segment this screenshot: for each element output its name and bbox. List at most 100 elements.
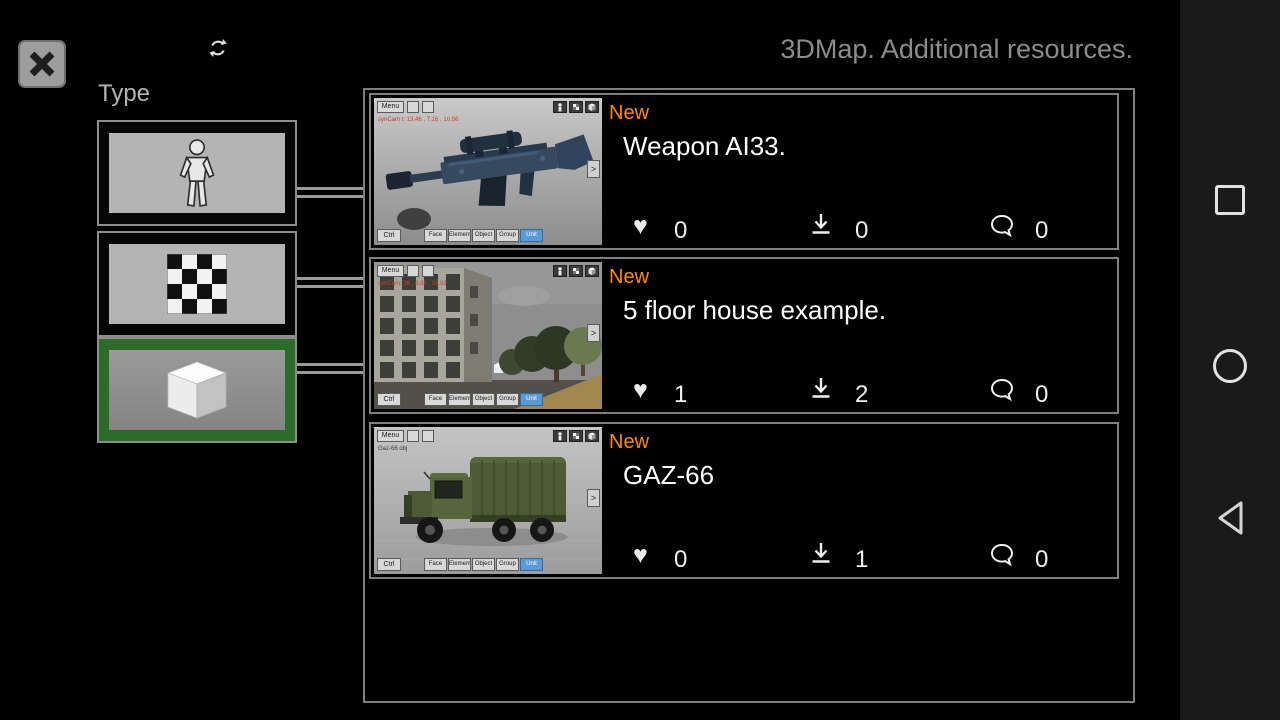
- thumb-menu-button: Menu: [377, 101, 404, 113]
- checker-icon: [569, 265, 583, 277]
- thumbnail-house: Menu synCam: 26 , 8.98 , 16.92 > Ctrl Fa…: [374, 262, 602, 409]
- thumb-ctrl-button: Ctrl: [377, 558, 401, 571]
- checker-icon: [569, 430, 583, 442]
- connector-line: [297, 277, 363, 280]
- thumb-tool-button: Face: [424, 393, 447, 406]
- resource-title: 5 floor house example.: [623, 295, 887, 325]
- thumb-tool-button: Group: [496, 558, 519, 571]
- type-button-texture[interactable]: [97, 231, 297, 337]
- checker-icon: [109, 244, 285, 324]
- thumb-tool-icon: [407, 430, 419, 442]
- download-count: 1: [855, 546, 869, 573]
- connector-line: [297, 371, 363, 374]
- sync-icon: [209, 39, 227, 57]
- android-navbar: [1180, 0, 1280, 720]
- refresh-button[interactable]: [208, 38, 228, 58]
- badge-new: New: [609, 266, 650, 288]
- weapon-scene: [374, 98, 602, 245]
- thumb-arrow-button: >: [587, 324, 600, 342]
- thumb-menu-button: Menu: [377, 265, 404, 277]
- like-icon[interactable]: ♥: [633, 541, 648, 569]
- thumb-arrow-button: >: [587, 160, 600, 178]
- thumb-mode-icons: [553, 430, 599, 442]
- thumb-tool-button: Element: [448, 558, 471, 571]
- connector-line: [297, 195, 363, 198]
- truck-scene: [374, 427, 602, 574]
- cube-icon: [585, 101, 599, 113]
- cube-icon: [585, 430, 599, 442]
- like-count: 0: [674, 546, 688, 573]
- thumb-mode-icons: [553, 265, 599, 277]
- comment-icon[interactable]: [989, 214, 1015, 238]
- thumb-coords-text: synCam: 26 , 8.98 , 16.92: [378, 281, 447, 287]
- download-icon: [812, 378, 830, 398]
- resource-list-panel[interactable]: Menu synCam t: 13.46 , 7.16 , 10.56 > Ct…: [363, 88, 1135, 703]
- download-count: 2: [855, 381, 869, 408]
- home-circle-icon[interactable]: [1213, 349, 1247, 383]
- thumb-coords-text: synCam t: 13.46 , 7.16 , 10.56: [378, 117, 459, 123]
- thumb-tool-icon: [407, 101, 419, 113]
- person-icon: [553, 430, 567, 442]
- resource-title: GAZ-66: [623, 460, 715, 490]
- thumb-tool-button: Element: [448, 229, 471, 242]
- person-icon: [109, 133, 285, 213]
- cube-icon: [585, 265, 599, 277]
- resource-card-weapon[interactable]: Menu synCam t: 13.46 , 7.16 , 10.56 > Ct…: [369, 93, 1119, 250]
- thumb-tool-button: Object: [472, 229, 495, 242]
- back-triangle-icon[interactable]: [1216, 500, 1244, 536]
- thumb-tools-bar: Face Element Object Group Unit: [424, 229, 543, 242]
- page-title: 3DMap. Additional resources.: [780, 34, 1133, 64]
- close-x-icon: [29, 51, 55, 77]
- download-icon: [812, 543, 830, 563]
- recents-square-icon[interactable]: [1215, 185, 1245, 215]
- comment-icon[interactable]: [989, 378, 1015, 402]
- download-icon: [812, 214, 830, 234]
- thumb-tools-bar: Face Element Object Group Unit: [424, 393, 543, 406]
- like-count: 1: [674, 381, 688, 408]
- like-icon[interactable]: ♥: [633, 376, 648, 404]
- download-count: 0: [855, 217, 869, 244]
- thumb-tool-button: Element: [448, 393, 471, 406]
- person-icon: [553, 265, 567, 277]
- cube-icon: [109, 350, 285, 430]
- thumb-tool-icon: [422, 265, 434, 277]
- thumb-ctrl-button: Ctrl: [377, 393, 401, 406]
- thumb-tool-button: Face: [424, 229, 447, 242]
- like-icon[interactable]: ♥: [633, 212, 648, 240]
- connector-line: [297, 187, 363, 190]
- thumb-tool-icon: [407, 265, 419, 277]
- thumb-tool-button: Unit: [520, 229, 543, 242]
- resource-card-house[interactable]: Menu synCam: 26 , 8.98 , 16.92 > Ctrl Fa…: [369, 257, 1119, 414]
- thumb-arrow-button: >: [587, 489, 600, 507]
- thumb-tool-button: Group: [496, 229, 519, 242]
- comment-icon[interactable]: [989, 543, 1015, 567]
- connector-line: [297, 363, 363, 366]
- person-icon: [553, 101, 567, 113]
- resource-title: Weapon AI33.: [623, 131, 786, 161]
- thumbnail-weapon: Menu synCam t: 13.46 , 7.16 , 10.56 > Ct…: [374, 98, 602, 245]
- like-count: 0: [674, 217, 688, 244]
- thumb-coords-text: Gaz-66 obj: [378, 446, 408, 452]
- comment-count: 0: [1035, 546, 1049, 573]
- thumb-tool-button: Object: [472, 393, 495, 406]
- resource-card-truck[interactable]: Menu Gaz-66 obj > Ctrl Face Element Obje…: [369, 422, 1119, 579]
- close-button[interactable]: [18, 40, 66, 88]
- thumbnail-truck: Menu Gaz-66 obj > Ctrl Face Element Obje…: [374, 427, 602, 574]
- house-scene: [374, 262, 602, 409]
- type-button-object[interactable]: [97, 337, 297, 443]
- checker-icon: [569, 101, 583, 113]
- thumb-tool-button: Face: [424, 558, 447, 571]
- type-button-character[interactable]: [97, 120, 297, 226]
- thumb-tool-icon: [422, 430, 434, 442]
- thumb-tools-bar: Face Element Object Group Unit: [424, 558, 543, 571]
- thumb-tool-button: Object: [472, 558, 495, 571]
- thumb-menu-button: Menu: [377, 430, 404, 442]
- type-label: Type: [98, 80, 151, 107]
- badge-new: New: [609, 102, 650, 124]
- comment-count: 0: [1035, 381, 1049, 408]
- thumb-tool-icon: [422, 101, 434, 113]
- connector-line: [297, 285, 363, 288]
- thumb-tool-button: Unit: [520, 558, 543, 571]
- thumb-mode-icons: [553, 101, 599, 113]
